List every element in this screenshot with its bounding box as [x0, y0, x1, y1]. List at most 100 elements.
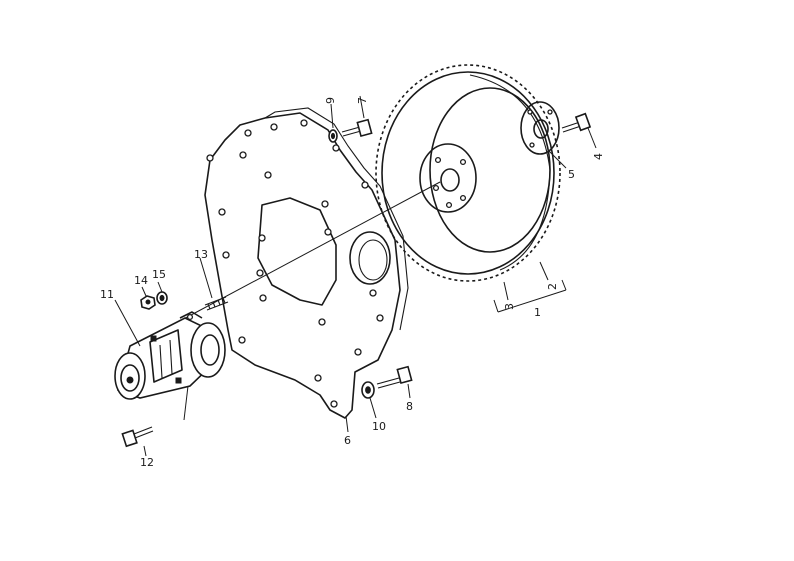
leader-starter-lower	[183, 385, 189, 421]
bolt-4	[561, 112, 592, 133]
leader-bracket-1	[493, 279, 567, 313]
leader-12	[143, 445, 147, 457]
leader-13	[199, 257, 213, 299]
bolt-7-shank	[341, 126, 362, 137]
adapter-plate-thickness	[264, 107, 409, 331]
callout-10: 10	[372, 420, 386, 433]
leader-7	[359, 95, 365, 119]
callout-15: 15	[152, 268, 166, 281]
washer-10-hole	[365, 386, 371, 394]
starter-end-cap	[114, 352, 146, 400]
flywheel-bolt-hole	[459, 194, 467, 202]
starter-opening	[349, 231, 391, 285]
callout-5: 5	[568, 168, 575, 181]
plate-hole	[318, 318, 326, 326]
flange-plate-bore	[533, 119, 549, 139]
starter-solenoid-lines	[159, 339, 173, 379]
flywheel-bolt-hole	[445, 201, 453, 209]
starter-terminal	[150, 335, 157, 342]
starter-mount-hole	[186, 313, 194, 321]
starter-mount-ear	[179, 311, 203, 319]
plate-hole	[264, 171, 272, 179]
callout-7: 7	[356, 97, 369, 104]
flange-plate-hole	[529, 142, 535, 148]
flange-plate-hole	[547, 109, 553, 115]
plate-hole	[256, 269, 264, 277]
flywheel-bolt-hole	[434, 156, 442, 164]
callout-11: 11	[100, 288, 114, 301]
washer-9-hole	[330, 132, 336, 140]
callout-4: 4	[592, 153, 605, 160]
ring-gear-teeth	[375, 64, 561, 282]
callout-labels: 1 2 3 4 5 6 7 8 9 10 11 12 13 14 15	[100, 97, 605, 469]
flange-plate	[520, 101, 560, 155]
bolt-12	[121, 426, 154, 448]
plate-hole	[332, 144, 340, 152]
callout-1: 1	[534, 306, 541, 319]
callout-14: 14	[134, 274, 148, 287]
plate-hole	[259, 294, 267, 302]
starter-motor	[114, 311, 226, 400]
bolt-8	[376, 365, 413, 389]
leader-3	[503, 281, 509, 301]
stud-13-shank	[204, 296, 229, 311]
leader-6	[345, 415, 349, 433]
plate-hole	[324, 228, 332, 236]
plate-hole	[330, 400, 338, 408]
washer-15	[156, 291, 168, 305]
flywheel-bolt-hole	[459, 158, 467, 166]
washer-15-hole	[159, 294, 165, 302]
starter-terminal	[175, 377, 182, 384]
flywheel-rim-band	[469, 74, 551, 271]
bolt-4-shank	[561, 121, 582, 133]
callout-12: 12	[140, 456, 154, 469]
leader-2	[539, 261, 549, 281]
plate-hole	[238, 336, 246, 344]
stud-13	[204, 296, 229, 311]
starter-end-cap-ring	[120, 364, 140, 392]
bolt-12-head	[121, 429, 138, 448]
plate-hole	[239, 151, 247, 159]
plate-hole	[300, 119, 308, 127]
bolt-8-head	[396, 365, 413, 385]
flywheel-hub-bore	[440, 168, 460, 192]
callout-6: 6	[344, 434, 351, 447]
plate-hole	[376, 314, 384, 322]
plate-hole	[369, 289, 377, 297]
center-axis-line	[177, 181, 441, 323]
callout-9: 9	[324, 97, 337, 104]
washer-9	[328, 129, 338, 143]
ring-gear-outer	[381, 71, 555, 275]
leader-9	[330, 103, 334, 129]
callout-3: 3	[503, 303, 516, 310]
stud-13-thread	[207, 297, 226, 310]
plate-hole	[321, 200, 329, 208]
starter-mounting-flange	[190, 322, 226, 378]
plate-hole	[222, 251, 230, 259]
starter-shaft-end	[126, 376, 134, 384]
callout-8: 8	[406, 400, 413, 413]
bolt-7	[341, 118, 373, 138]
plate-hole	[270, 123, 278, 131]
leader-15	[157, 281, 163, 293]
flywheel-hub	[419, 143, 477, 213]
plate-hole	[354, 348, 362, 356]
adapter-plate-outline	[204, 112, 401, 419]
bolt-12-shank	[133, 426, 154, 439]
nut-14	[140, 295, 156, 310]
starter-pinion	[200, 334, 220, 366]
plate-hole	[258, 234, 266, 242]
leader-lines	[114, 95, 597, 457]
plate-hole	[244, 129, 252, 137]
callout-13: 13	[194, 248, 208, 261]
leader-11	[114, 299, 141, 347]
bolt-4-head	[574, 112, 592, 132]
plate-hole	[206, 154, 214, 162]
washer-10	[361, 381, 375, 399]
callout-2: 2	[546, 283, 559, 290]
leader-4	[587, 127, 597, 149]
flywheel-bolt-hole	[432, 184, 440, 192]
plate-hole	[218, 208, 226, 216]
